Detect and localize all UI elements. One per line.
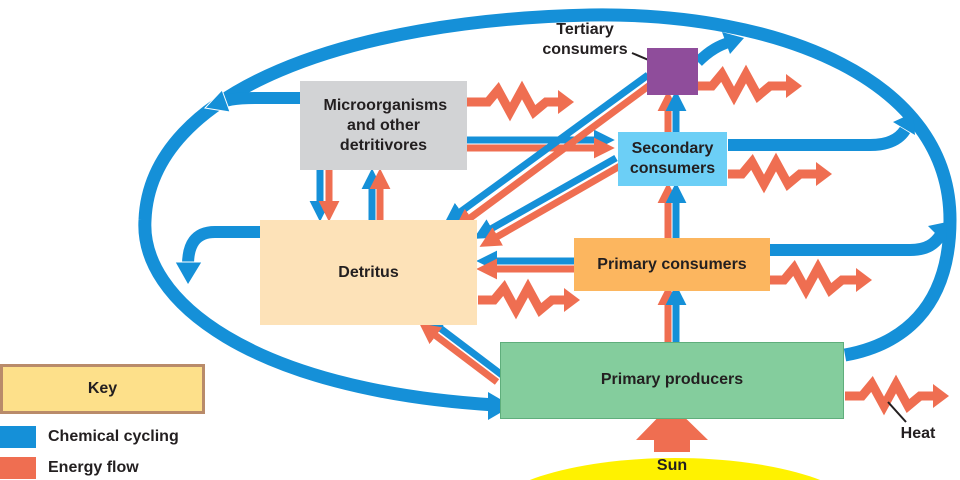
arrowhead	[564, 288, 580, 312]
tertiary-to-detritus-energy	[454, 79, 657, 230]
heat-arrow-producers	[845, 374, 935, 416]
heat-arrow-pc	[770, 258, 858, 300]
heat-pointer-line	[887, 401, 907, 423]
key-header: Key	[0, 364, 205, 414]
arrowhead	[786, 74, 802, 98]
arrowhead	[933, 384, 949, 408]
detritus-box: Detritus	[260, 220, 477, 325]
microorganisms-label: Microorganisms and other detritivores	[323, 96, 448, 154]
chemical-cycle-loop	[138, 8, 957, 412]
tertiary-box	[647, 48, 698, 95]
tertiary-to-loop-arrow	[694, 36, 732, 66]
arrowhead	[893, 113, 915, 135]
heat-arrow-secondary	[728, 152, 818, 194]
micro-to-loop-arrow	[212, 92, 302, 111]
sun-energy-arrow	[636, 404, 708, 452]
arrowhead	[203, 89, 231, 113]
tertiary-to-detritus-chem	[444, 72, 651, 224]
pc-to-loop-arrow	[770, 232, 945, 256]
key-label-energy: Energy flow	[48, 459, 139, 476]
arrowhead	[174, 261, 203, 286]
detritus-label: Detritus	[338, 263, 399, 281]
sun-label: Sun	[656, 457, 688, 474]
heat-arrow-micro	[466, 80, 560, 122]
arrowhead	[928, 222, 947, 244]
heat-arrow-tertiary	[698, 64, 788, 106]
energy-swatch	[0, 457, 36, 479]
primary-consumers-label: Primary consumers	[597, 255, 747, 273]
chemical-swatch	[0, 426, 36, 448]
producers-to-detritus-chem	[424, 316, 505, 378]
key-item-chemical: Chemical cycling	[0, 426, 179, 448]
key-title: Key	[87, 380, 118, 397]
key-item-energy: Energy flow	[0, 457, 139, 479]
secondary-box: Secondary consumers	[618, 132, 727, 186]
sun-shape	[529, 458, 821, 480]
secondary-label: Secondary consumers	[629, 140, 716, 177]
producers-to-detritus-energy	[419, 323, 500, 385]
secondary-to-detritus-energy	[479, 162, 622, 247]
primary-producers-box: Primary producers	[500, 342, 844, 419]
secondary-to-loop-arrow	[728, 126, 911, 151]
arrowhead	[856, 268, 872, 292]
detritus-to-loop-arrow	[182, 226, 262, 266]
heat-label: Heat	[900, 425, 936, 442]
arrowhead	[558, 90, 574, 114]
secondary-to-detritus-chem	[473, 154, 618, 239]
key-label-chemical: Chemical cycling	[48, 428, 179, 445]
arrowhead	[816, 162, 832, 186]
primary-producers-label: Primary producers	[600, 370, 744, 388]
microorganisms-box: Microorganisms and other detritivores	[300, 81, 467, 170]
tertiary-label: Tertiary consumers	[542, 21, 628, 58]
primary-consumers-box: Primary consumers	[574, 238, 770, 291]
heat-arrow-detritus	[478, 278, 566, 320]
arrowhead	[722, 32, 744, 54]
